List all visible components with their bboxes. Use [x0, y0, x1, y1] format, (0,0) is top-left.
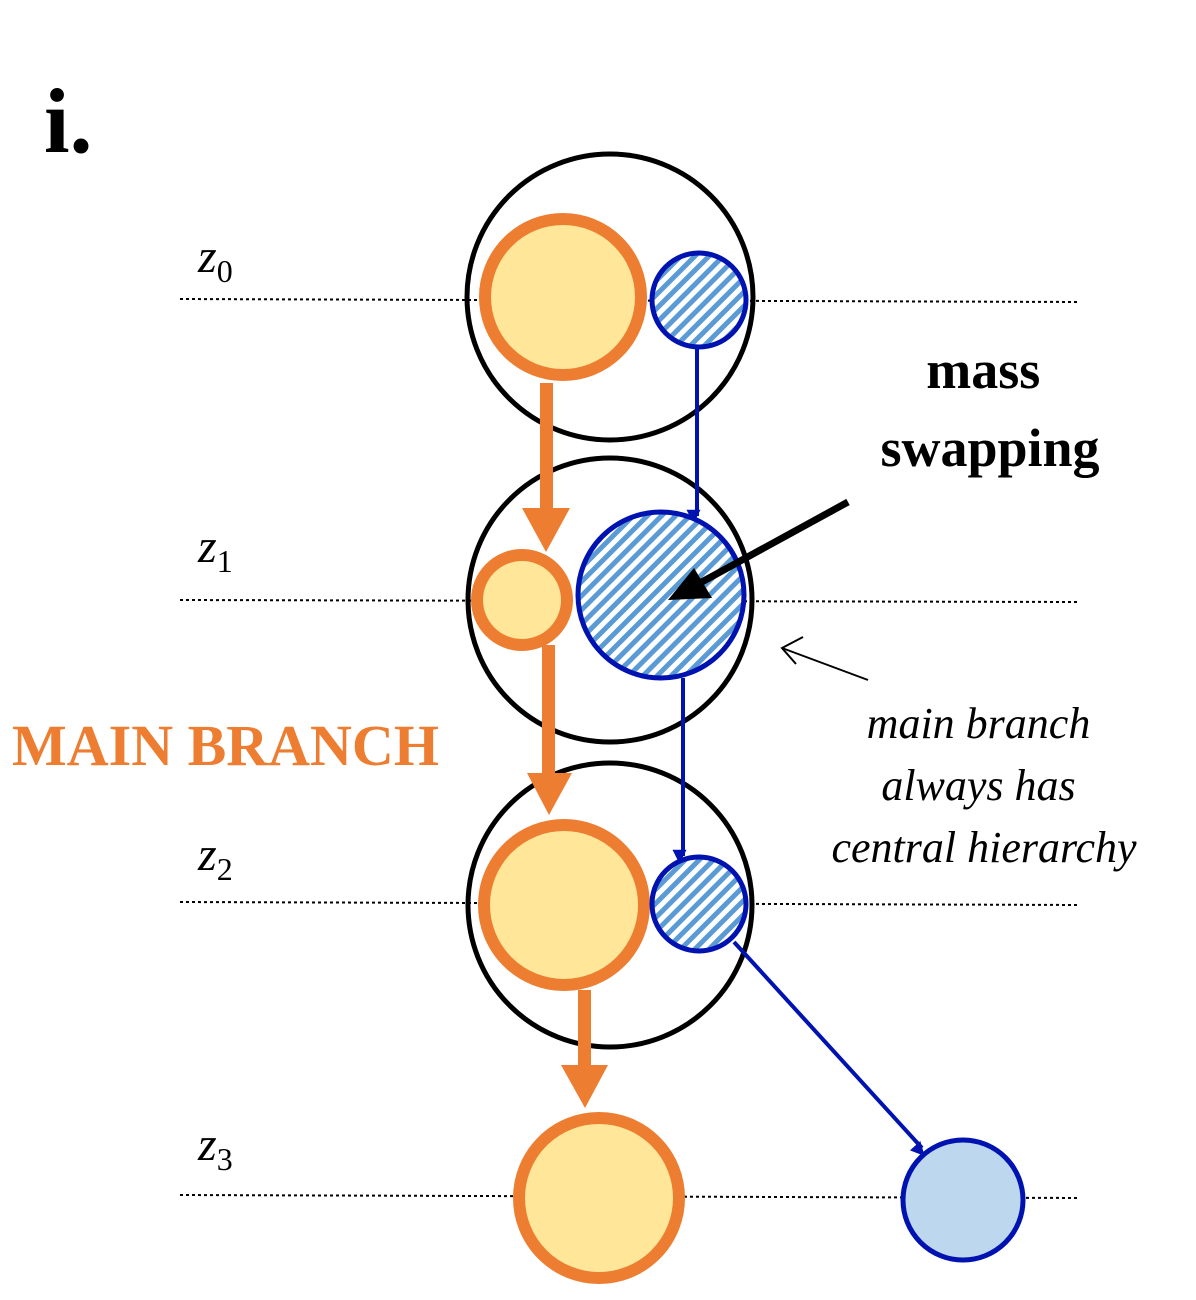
host-halos [464, 151, 756, 1050]
main-branch-arrow-z1-z2 [527, 645, 572, 815]
main-branch-arrow-z0-z1 [522, 383, 570, 552]
main-branch-arrows [522, 383, 608, 1108]
mass-swapping-arrow [668, 498, 850, 600]
z0-label: z0 [197, 230, 233, 289]
z1-label: z1 [197, 520, 233, 579]
main-branch-halos [471, 213, 685, 1284]
secondary-branch-halos [575, 250, 1026, 1263]
z3-label: z3 [197, 1118, 233, 1177]
main-halo-z1 [471, 549, 573, 651]
secondary-halo-z1 [575, 509, 747, 681]
host-halo-z0 [464, 151, 756, 443]
main-branch-arrow-z2-z3 [561, 990, 608, 1108]
secondary-arrow-z2-z3 [732, 940, 925, 1157]
z2-label: z2 [197, 828, 233, 887]
main-halo-z2 [478, 819, 650, 991]
secondary-halo-z2 [649, 854, 749, 954]
main-halo-z3 [513, 1112, 685, 1284]
panel-label: i. [44, 70, 93, 172]
secondary-branch-arrows [672, 348, 925, 1157]
host-halo-z1 [465, 455, 755, 745]
secondary-halo-z0 [649, 250, 749, 350]
secondary-halo-z3 [900, 1137, 1026, 1263]
main-branch-label: MAIN BRANCH [12, 713, 439, 778]
host-halo-z2 [465, 760, 755, 1050]
central-hierarchy-note: main branch always has central hierarchy [831, 699, 1137, 872]
main-halo-z0 [479, 213, 647, 381]
central-hierarchy-arrow [780, 636, 869, 681]
mass-swapping-label: mass swapping [880, 340, 1099, 478]
